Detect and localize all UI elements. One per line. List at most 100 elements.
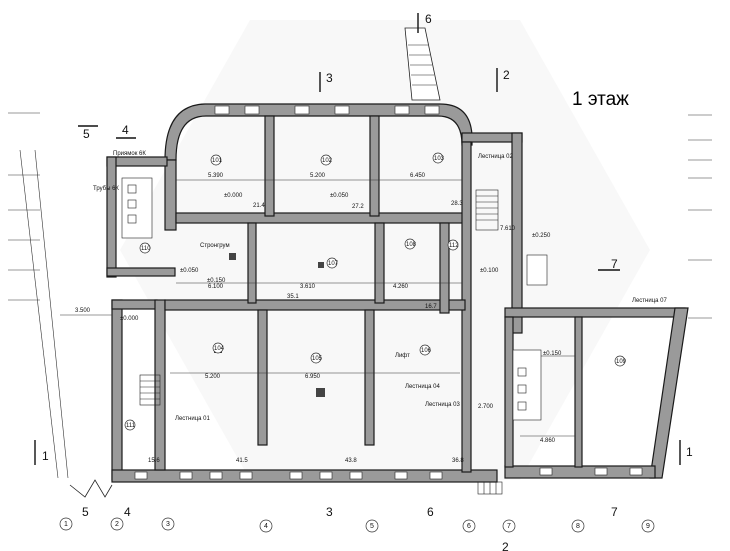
room-tag <box>320 154 332 166</box>
section-top-6: 6 <box>425 12 432 26</box>
axis-8: 8 <box>576 523 580 530</box>
area-1: 21.4 <box>253 203 265 209</box>
dim-8: 6.950 <box>305 374 321 380</box>
axis-2: 2 <box>115 521 119 528</box>
area-4: 41.5 <box>236 458 248 464</box>
room-tag <box>210 154 222 166</box>
section-bottom-5: 5 <box>82 505 89 519</box>
room-tag <box>419 344 431 356</box>
room-9: 109 <box>616 359 627 365</box>
axis-5: 5 <box>370 523 374 530</box>
level-d: ±0.250 <box>532 233 551 239</box>
room-6: 106 <box>421 348 432 354</box>
room-4: 104 <box>214 346 225 352</box>
label-stair-07: Лестница 07 <box>632 298 667 304</box>
section-bottom-3: 3 <box>326 505 333 519</box>
section-left-4: 4 <box>122 123 129 137</box>
dim-9: 3.500 <box>75 308 91 314</box>
dim-5: 3.610 <box>300 284 316 290</box>
area-8: 15.6 <box>148 458 160 464</box>
label-strongroom: Стронгрум <box>200 243 230 249</box>
dim-10: 2.700 <box>478 404 494 410</box>
room-11: 111 <box>126 423 136 429</box>
room-tag <box>404 238 416 250</box>
room-tag <box>447 239 459 251</box>
axis-bubbles: 1 2 3 4 5 6 7 8 9 <box>59 517 655 533</box>
section-bottom-4: 4 <box>124 505 131 519</box>
section-top-3: 3 <box>326 71 333 85</box>
level-f: ±0.000 <box>120 316 139 322</box>
dim-3: 6.450 <box>410 173 426 179</box>
section-left-5: 5 <box>83 127 90 141</box>
dim-4: 6.100 <box>208 284 224 290</box>
room-7: 107 <box>328 261 339 267</box>
section-right-1: 1 <box>686 445 693 459</box>
room-5: 105 <box>312 356 323 362</box>
room-12: 112 <box>449 243 459 249</box>
dim-2: 5.200 <box>310 173 326 179</box>
area-5: 43.8 <box>345 458 357 464</box>
area-7: 16.7 <box>425 304 437 310</box>
sanitary-block <box>121 177 548 421</box>
dim-12: 7.610 <box>500 226 516 232</box>
room-tag <box>139 242 151 254</box>
stair-01 <box>139 374 161 406</box>
axis-6: 6 <box>467 523 471 530</box>
room-8: 108 <box>406 242 417 248</box>
axis-1: 1 <box>64 521 68 528</box>
area-9: 36.8 <box>452 458 464 464</box>
stair-02 <box>475 189 499 231</box>
dim-6: 4.260 <box>393 284 409 290</box>
level-g: ±0.050 <box>180 268 199 274</box>
stair-entrance-bottom <box>477 481 503 495</box>
dim-11: 4.860 <box>540 438 556 444</box>
right-hatch-lines <box>688 114 712 319</box>
axis-4: 4 <box>264 523 268 530</box>
outer-walls <box>106 103 689 483</box>
watermark <box>120 20 650 480</box>
left-hatch-lines <box>8 112 69 479</box>
axis-9: 9 <box>646 523 650 530</box>
entrance-lines <box>69 479 113 498</box>
room-10: 110 <box>141 246 151 252</box>
room-tags: 101 102 103 104 105 106 107 108 109 110 … <box>124 152 627 431</box>
room-1: 101 <box>212 158 223 164</box>
axis-3: 3 <box>166 521 170 528</box>
room-2: 102 <box>322 158 333 164</box>
room-tag <box>432 152 444 164</box>
room-tag <box>310 352 322 364</box>
floor-title: 1 этаж <box>572 89 629 110</box>
level-c: ±0.150 <box>207 278 226 284</box>
section-right-7: 7 <box>611 257 618 271</box>
section-top-2: 2 <box>503 68 510 82</box>
label-priyamok: Приямок 6К <box>113 151 146 157</box>
label-lift: Лифт <box>395 353 410 359</box>
section-bottom-2: 2 <box>502 540 509 551</box>
label-stair-03: Лестница 03 <box>425 402 460 408</box>
room-3: 103 <box>434 156 445 162</box>
level-b: ±0.050 <box>330 193 349 199</box>
area-2: 27.2 <box>352 204 364 210</box>
dim-1: 5.390 <box>208 173 224 179</box>
section-markers: 3 2 6 5 4 7 5 4 3 6 7 2 1 1 <box>34 12 693 551</box>
room-tag <box>326 257 338 269</box>
section-left-1: 1 <box>42 449 49 463</box>
level-a: ±0.000 <box>224 193 243 199</box>
window-marks-bottom <box>134 467 643 480</box>
dimension-lines <box>60 179 575 437</box>
label-duct: Трубы 6К <box>93 186 119 192</box>
label-stair-04: Лестница 04 <box>405 384 440 390</box>
area-3: 28.3 <box>451 201 463 207</box>
section-bottom-7: 7 <box>611 505 618 519</box>
section-bottom-6: 6 <box>427 505 434 519</box>
room-tag <box>212 342 224 354</box>
area-6: 35.1 <box>287 294 299 300</box>
window-marks-top <box>214 105 440 115</box>
dim-7: 5.200 <box>205 374 221 380</box>
label-stair-02: Лестница 02 <box>478 154 513 160</box>
room-tag <box>124 419 136 431</box>
axis-7: 7 <box>507 523 511 530</box>
level-h: ±0.150 <box>543 351 562 357</box>
